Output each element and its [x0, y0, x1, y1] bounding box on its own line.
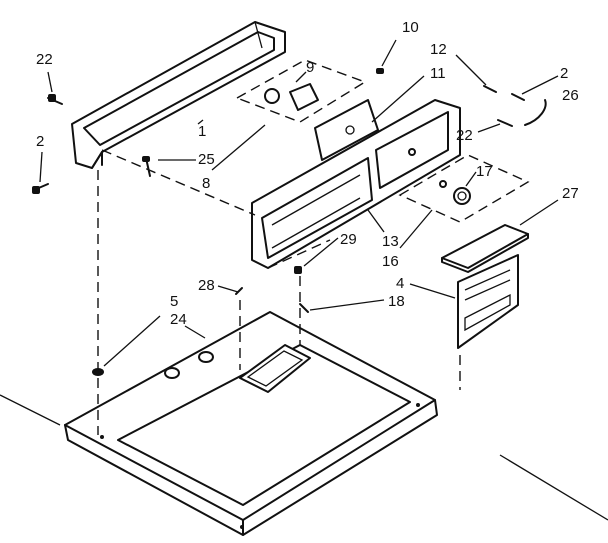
bumper-5	[92, 368, 104, 376]
callout-2: 2	[36, 133, 44, 150]
screw-2-head	[32, 186, 40, 194]
callout-5: 5	[170, 293, 178, 310]
dash-line-console	[101, 149, 256, 216]
wire-26	[524, 99, 547, 126]
top-cover	[64, 311, 438, 536]
console-rear-outer	[71, 21, 286, 169]
leader-29	[303, 237, 339, 267]
control-panel-window-left	[261, 157, 373, 259]
screw-29	[294, 266, 302, 274]
knob-dashed-box	[398, 154, 530, 223]
top-cover-face	[64, 311, 436, 521]
dispenser-body	[457, 254, 519, 349]
callout-22: 22	[36, 51, 53, 68]
dispenser-screen	[464, 293, 511, 332]
dispenser-slot	[464, 269, 511, 291]
leader-24	[184, 325, 206, 339]
top-cover-hole-left	[164, 367, 180, 379]
leader-22-right	[477, 123, 501, 133]
control-panel-window-right	[375, 111, 449, 189]
leader-2-left	[39, 151, 43, 183]
clip-28	[235, 287, 243, 295]
dispenser-lid-edge	[441, 233, 529, 273]
control-panel	[251, 99, 461, 269]
callout-8: 8	[202, 175, 210, 192]
callout-22-right: 22	[456, 127, 473, 144]
screw-18	[299, 303, 309, 313]
callout-10: 10	[402, 19, 419, 36]
callout-13: 13	[382, 233, 399, 250]
callout-27: 27	[562, 185, 579, 202]
screw-22-head	[48, 94, 56, 102]
leader-10	[381, 39, 397, 67]
leader-12	[455, 54, 487, 86]
top-cover-dot	[240, 525, 244, 529]
screw-2-right	[511, 93, 525, 101]
knob-washer	[439, 180, 447, 188]
floor-line-right	[499, 454, 608, 521]
dash-line-panel	[267, 239, 331, 269]
callout-25: 25	[198, 151, 215, 168]
top-cover-dot	[100, 435, 104, 439]
dispenser-slot	[464, 279, 511, 301]
callout-labels: 22 2 1 25 8 9 10 11 12 2 26 22 17 27 13 …	[36, 19, 579, 328]
console-rear-inner	[83, 31, 275, 146]
leader-1	[197, 119, 204, 125]
leader-8	[211, 124, 266, 171]
leader-18	[309, 299, 385, 311]
leader-27	[519, 199, 559, 226]
leader-22-left	[47, 71, 53, 93]
screw-25-head	[142, 156, 150, 162]
callout-17: 17	[476, 163, 493, 180]
callout-4: 4	[396, 275, 404, 292]
leader-5	[103, 315, 161, 367]
dispenser-recess	[239, 344, 311, 393]
control-panel-hole	[408, 148, 416, 156]
callout-18: 18	[388, 293, 405, 310]
leader-17	[465, 171, 477, 187]
top-cover-hole-right	[198, 351, 214, 363]
screw-12	[483, 85, 497, 93]
timer-bracket-hole	[345, 125, 355, 135]
leader-13	[367, 209, 385, 233]
console-rear-end	[254, 21, 263, 49]
control-panel-line	[271, 174, 361, 226]
callout-2-right: 2	[560, 65, 568, 82]
callout-9: 9	[306, 59, 314, 76]
top-cover-side-edge	[242, 399, 438, 536]
knob-center	[457, 191, 467, 201]
console-rear-foot	[91, 151, 103, 169]
leader-4	[409, 283, 456, 299]
callout-24: 24	[170, 311, 187, 328]
floor-line-left	[0, 394, 61, 426]
callout-29: 29	[340, 231, 357, 248]
knob	[453, 187, 471, 205]
callout-28: 28	[198, 277, 215, 294]
callout-26: 26	[562, 87, 579, 104]
callout-16: 16	[382, 253, 399, 270]
leader-9	[295, 71, 307, 83]
leader-11	[371, 75, 425, 123]
switch-knob	[264, 88, 280, 104]
callout-12: 12	[430, 41, 447, 58]
top-cover-opening	[117, 344, 411, 506]
dispenser-recess-inner	[246, 350, 304, 387]
switch-dashed-box	[235, 59, 367, 123]
control-panel-outer	[251, 99, 461, 269]
leader-2-right	[521, 75, 559, 95]
console-rear-panel	[71, 21, 286, 169]
callout-11: 11	[430, 65, 446, 82]
leader-28	[217, 285, 239, 293]
control-panel-line	[271, 197, 361, 249]
leader-16	[399, 209, 433, 249]
screw-22-right	[497, 119, 513, 127]
switch-body	[289, 83, 319, 111]
callout-1: 1	[198, 123, 206, 140]
top-cover-dot	[416, 403, 420, 407]
clip-10	[376, 68, 384, 74]
